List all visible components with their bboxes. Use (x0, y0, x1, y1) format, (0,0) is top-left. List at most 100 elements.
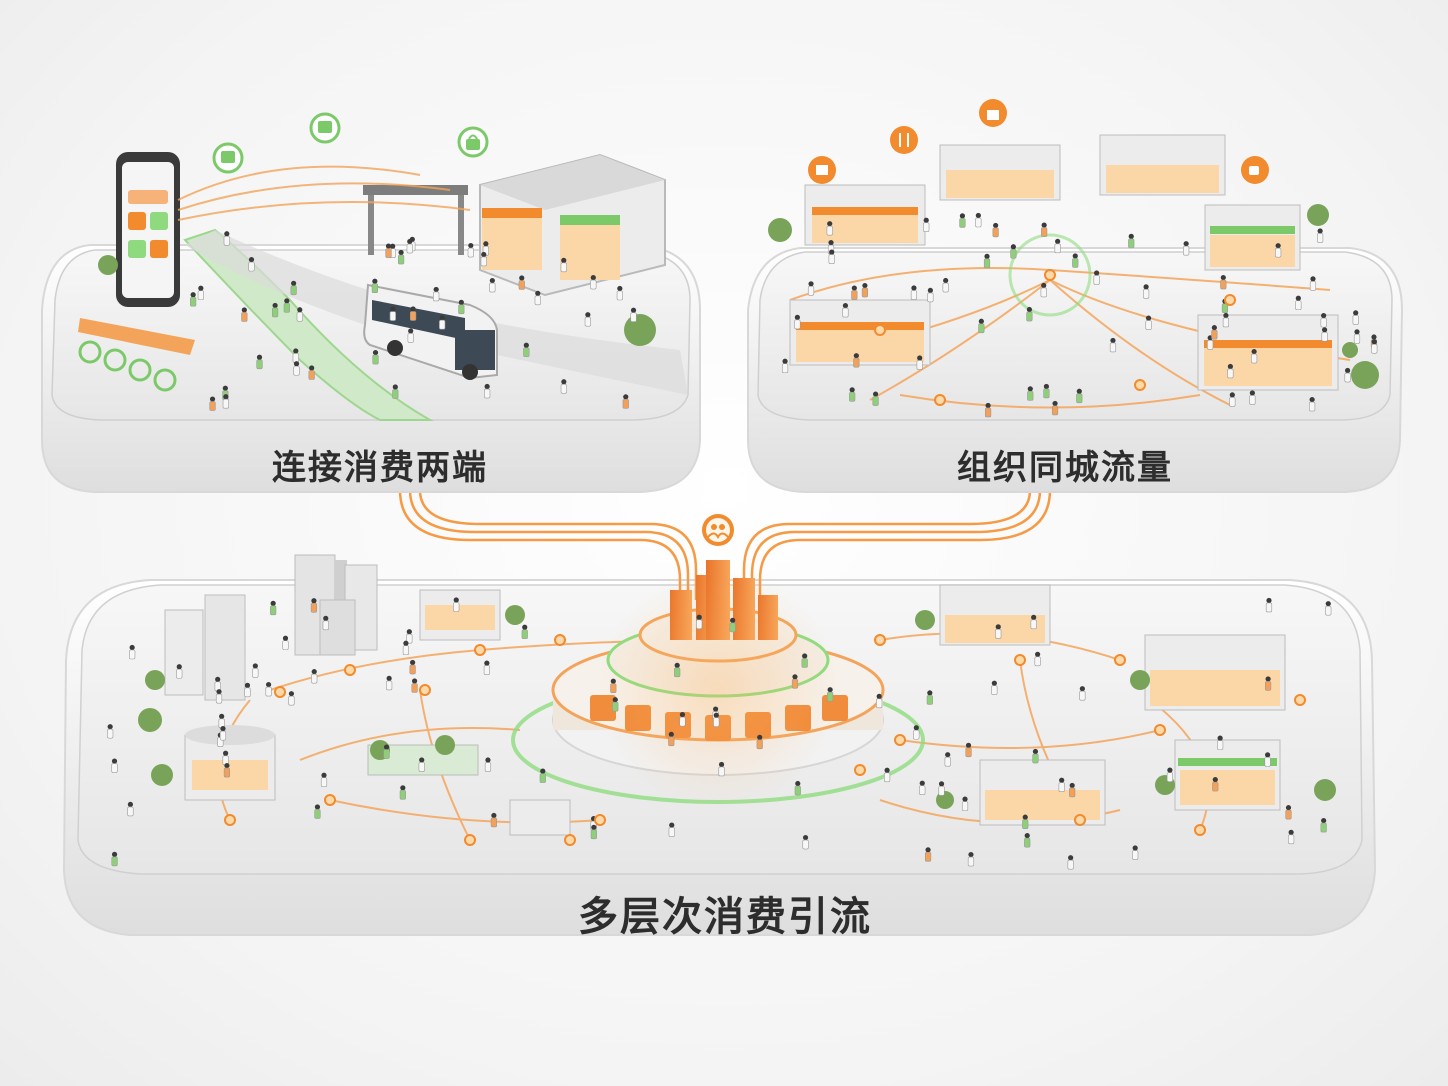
person-figure (851, 285, 858, 300)
person-figure (406, 238, 413, 254)
person-figure (794, 780, 801, 796)
network-node (1224, 294, 1236, 306)
person-figure (610, 678, 617, 694)
person-figure (214, 676, 221, 692)
person-figure (1166, 767, 1174, 782)
person-figure (176, 664, 183, 679)
person-figure (107, 724, 114, 739)
network-node (1014, 654, 1026, 666)
person-figure (1325, 601, 1332, 616)
person-figure (296, 307, 303, 322)
person-figure (372, 349, 379, 365)
network-nodes (224, 269, 1306, 846)
network-node (1194, 824, 1206, 836)
person-figure (409, 306, 417, 321)
person-figure (1211, 325, 1218, 340)
person-figure (590, 824, 597, 840)
person-figure (826, 221, 833, 236)
person-figure (1317, 228, 1324, 243)
person-figure (1285, 805, 1292, 820)
person-figure (560, 257, 567, 273)
person-figure (590, 275, 597, 290)
person-figure (1030, 614, 1037, 630)
network-node (554, 634, 566, 646)
person-figure (991, 680, 998, 695)
person-figure (392, 384, 399, 399)
network-node (474, 644, 486, 656)
person-figure (1027, 386, 1034, 401)
bus-stop-shelter (363, 185, 468, 255)
network-node (894, 734, 906, 746)
network-node (874, 324, 886, 336)
person-figure (696, 614, 703, 630)
person-figure (111, 851, 118, 867)
person-figure (961, 796, 969, 811)
person-figure (781, 358, 789, 374)
person-figure (409, 659, 416, 675)
network-node (464, 834, 476, 846)
person-figure (849, 387, 856, 402)
person-figure (127, 801, 134, 817)
person-figure (1072, 253, 1079, 268)
person-figure (876, 693, 883, 709)
person-figure (290, 280, 297, 296)
network-node (1154, 724, 1166, 736)
person-figure (389, 306, 396, 321)
bus-icon (212, 112, 341, 174)
network-node (1044, 269, 1056, 281)
person-figure (223, 231, 230, 246)
network-node (1114, 654, 1126, 666)
coffee-icon (1241, 156, 1269, 184)
person-figure (630, 307, 637, 323)
person-figure (1220, 274, 1227, 290)
person-figure (484, 757, 492, 772)
person-figure (1265, 676, 1272, 691)
person-figure (910, 285, 918, 300)
person-figure (190, 292, 197, 307)
person-figure (1352, 310, 1359, 325)
person-figure (539, 768, 546, 783)
person-figure (1222, 312, 1230, 328)
person-figure (1026, 306, 1033, 322)
people-crowd (107, 212, 1378, 870)
person-figure (1353, 329, 1361, 344)
person-figure (1212, 777, 1219, 792)
person-figure (411, 678, 418, 693)
person-figure (802, 834, 809, 850)
person-figure (965, 742, 972, 758)
person-figure (1132, 845, 1139, 860)
person-figure (1321, 327, 1328, 342)
cafe-building (479, 153, 666, 297)
person-figure (944, 752, 951, 767)
person-figure (560, 379, 567, 394)
shopping-bag-icon (979, 99, 1007, 127)
person-figure (489, 277, 496, 293)
person-figure (1371, 339, 1378, 354)
person-figure (1183, 241, 1190, 256)
network-node (1294, 694, 1306, 706)
person-figure (386, 675, 393, 691)
person-figure (397, 249, 405, 265)
person-figure (791, 674, 799, 689)
person-figure (1054, 238, 1061, 254)
person-figure (521, 624, 528, 640)
person-figure (1275, 243, 1282, 258)
person-figure (308, 365, 315, 380)
person-figure (584, 312, 591, 327)
person-figure (916, 355, 923, 370)
person-figure (222, 394, 229, 409)
person-figure (927, 287, 934, 303)
person-figure (872, 391, 879, 406)
person-figure (674, 662, 681, 678)
person-figure (490, 812, 497, 828)
person-figure (718, 761, 725, 777)
top-left-platform (41, 112, 701, 493)
person-figure (984, 402, 992, 418)
gift-box-icon (808, 156, 836, 184)
person-figure (924, 847, 932, 862)
trees-bottom (138, 605, 1336, 809)
person-figure (407, 328, 414, 343)
network-node (874, 634, 886, 646)
person-figure (406, 629, 413, 644)
